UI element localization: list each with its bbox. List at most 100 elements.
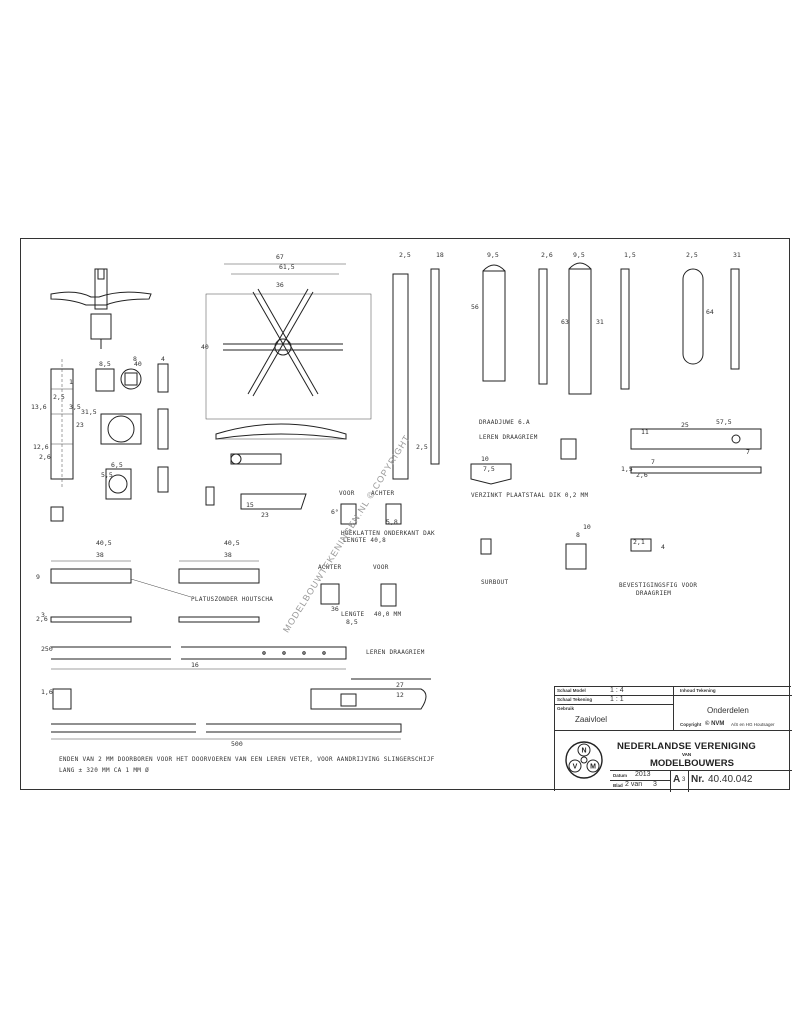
tb-divider-v3 [688,770,689,792]
dimension-label: 56 [471,303,479,311]
technical-drawing: PLATUSZONDER HOUTSCHA LEREN DRAAGRIEM DR… [31,251,762,774]
format-number: 3 [682,777,686,783]
dimension-label: 1 [69,378,73,386]
nvm-logo-icon: N V M [565,741,603,779]
label-achter-2: ACHTER [318,564,342,571]
dimension-label: 9,5 [487,251,499,259]
label-leren-draagriem-2: LEREN DRAAGRIEM [479,434,538,441]
tb-divider-h3 [610,780,670,781]
label-voor-1: VOOR [339,490,355,497]
dimension-label: 4 [161,355,165,363]
dimension-label: 7 [746,448,750,456]
vertical-bars [392,262,740,480]
drawing-sheet: PLATUSZONDER HOUTSCHA LEREN DRAAGRIEM DR… [20,238,792,792]
dimension-label: 36 [331,605,339,613]
dimension-label: 9 [36,573,40,581]
dimension-label: 25 [681,421,689,429]
dimension-label: 40 [201,343,209,351]
dimension-label: 23 [261,511,269,519]
blad-total: 3 [653,781,657,788]
label-voor-2: VOOR [373,564,389,571]
dimension-label: 2,6 [36,615,48,623]
svg-text:M: M [590,764,596,771]
note-line-2: LANG ± 320 MM CA 1 MM Ø [59,767,149,774]
dimension-label: 2,6 [39,453,51,461]
dimension-label: 4 [661,543,665,551]
dimension-label: 2,5 [416,443,428,451]
dimension-label: 11 [641,428,649,436]
dimension-label: 40,5 [96,539,112,547]
org-name-line-2: MODELBOUWERS [650,758,734,769]
small-fittings [205,438,652,607]
dimension-label: 16 [191,661,199,669]
leather-strap [51,646,347,670]
dimension-label: 63 [561,318,569,326]
dimension-label: 250 [41,645,53,653]
shaft-sections [50,359,169,522]
dimension-label: 64 [706,308,714,316]
label-achter-1: ACHTER [371,490,395,497]
hub-assembly [50,268,152,349]
dimension-label: 2,1 [633,538,645,546]
dimension-label: 31 [596,318,604,326]
dimension-label: 5,5 [101,471,113,479]
dimension-label: 1,5 [621,465,633,473]
dimension-label: 31 [733,251,741,259]
copyright-suffix: A/S en HG Houtsager [731,722,775,727]
dimension-label: 1,5 [624,251,636,259]
org-name-van: VAN [682,752,692,757]
dimension-label: 15 [246,501,254,509]
tb-divider [673,687,674,730]
blad-label: Blad [613,783,623,788]
label-bevestigingsfig: BEVESTIGINGSFIG VOOR [619,582,697,589]
gebruik-value: Zaaivloel [575,715,608,724]
dimension-label: 5,8 [386,518,398,526]
svg-text:V: V [573,764,578,771]
dimension-label: 6,5 [111,461,123,469]
dimension-label: 9,5 [573,251,585,259]
dimension-label: 8,5 [346,618,358,626]
dimension-label: 13,6 [31,403,47,411]
dimension-label: 61,5 [279,263,295,271]
dimension-label: 67 [276,253,284,261]
label-lengte-1: LENGTE 40,8 [343,537,386,544]
dimension-label: 8,5 [99,360,111,368]
org-name-line-1: NEDERLANDSE VERENIGING [617,741,757,752]
tb-divider-h2 [610,770,792,771]
label-leren-draagriem-1: LEREN DRAAGRIEM [366,649,425,656]
label-verzinkt: VERZINKT PLAATSTAAL DIK 0,2 MM [471,492,588,499]
svg-text:N: N [581,748,586,755]
label-draadjuwe: DRAADJUWE 6.A [479,419,530,426]
label-lengte-2-val: 40,0 MM [374,611,401,618]
dimension-label: 31,5 [81,408,97,416]
dimension-label: 12,6 [33,443,49,451]
star-wheel [205,263,372,440]
handle-part [52,678,431,710]
label-hoeklatten: HOEKLATTEN ONDERKANT DAK [341,530,435,537]
schaal-model-value: 1 : 4 [610,687,624,694]
schaal-tekening-value: 1 : 1 [610,696,624,703]
note-line-1: ENDEN VAN 2 MM DOORBOREN VOOR HET DOORVO… [59,756,435,763]
schaal-model-label: Schaal Model [557,688,586,693]
dimension-label: 12 [396,691,404,699]
tb-divider-h [555,730,792,732]
platus-bars [50,560,260,623]
dimension-label: 10 [583,523,591,531]
dimension-label: 7 [651,458,655,466]
dimension-label: 38 [96,551,104,559]
dimension-label: 2,5 [53,393,65,401]
format-letter: A [673,774,681,785]
label-platuszonder: PLATUSZONDER HOUTSCHA [191,596,273,603]
datum-value: 2013 [635,771,651,778]
inhoud-label: Inhoud Tekening [680,688,716,693]
tb-row-3: Gebruik Zaaivloel [555,705,673,730]
tb-row-2: Schaal Tekening 1 : 1 [555,696,673,705]
dimension-label: 2,6 [541,251,553,259]
label-surbout: SURBOUT [481,579,508,586]
label-draagriem: DRAAGRIEM [636,590,671,597]
dimension-label: 40 [134,360,142,368]
title-block: Schaal Model 1 : 4 Inhoud Tekening Schaa… [554,686,792,792]
dimension-label: 23 [76,421,84,429]
blad-value: 2 van [625,781,643,788]
